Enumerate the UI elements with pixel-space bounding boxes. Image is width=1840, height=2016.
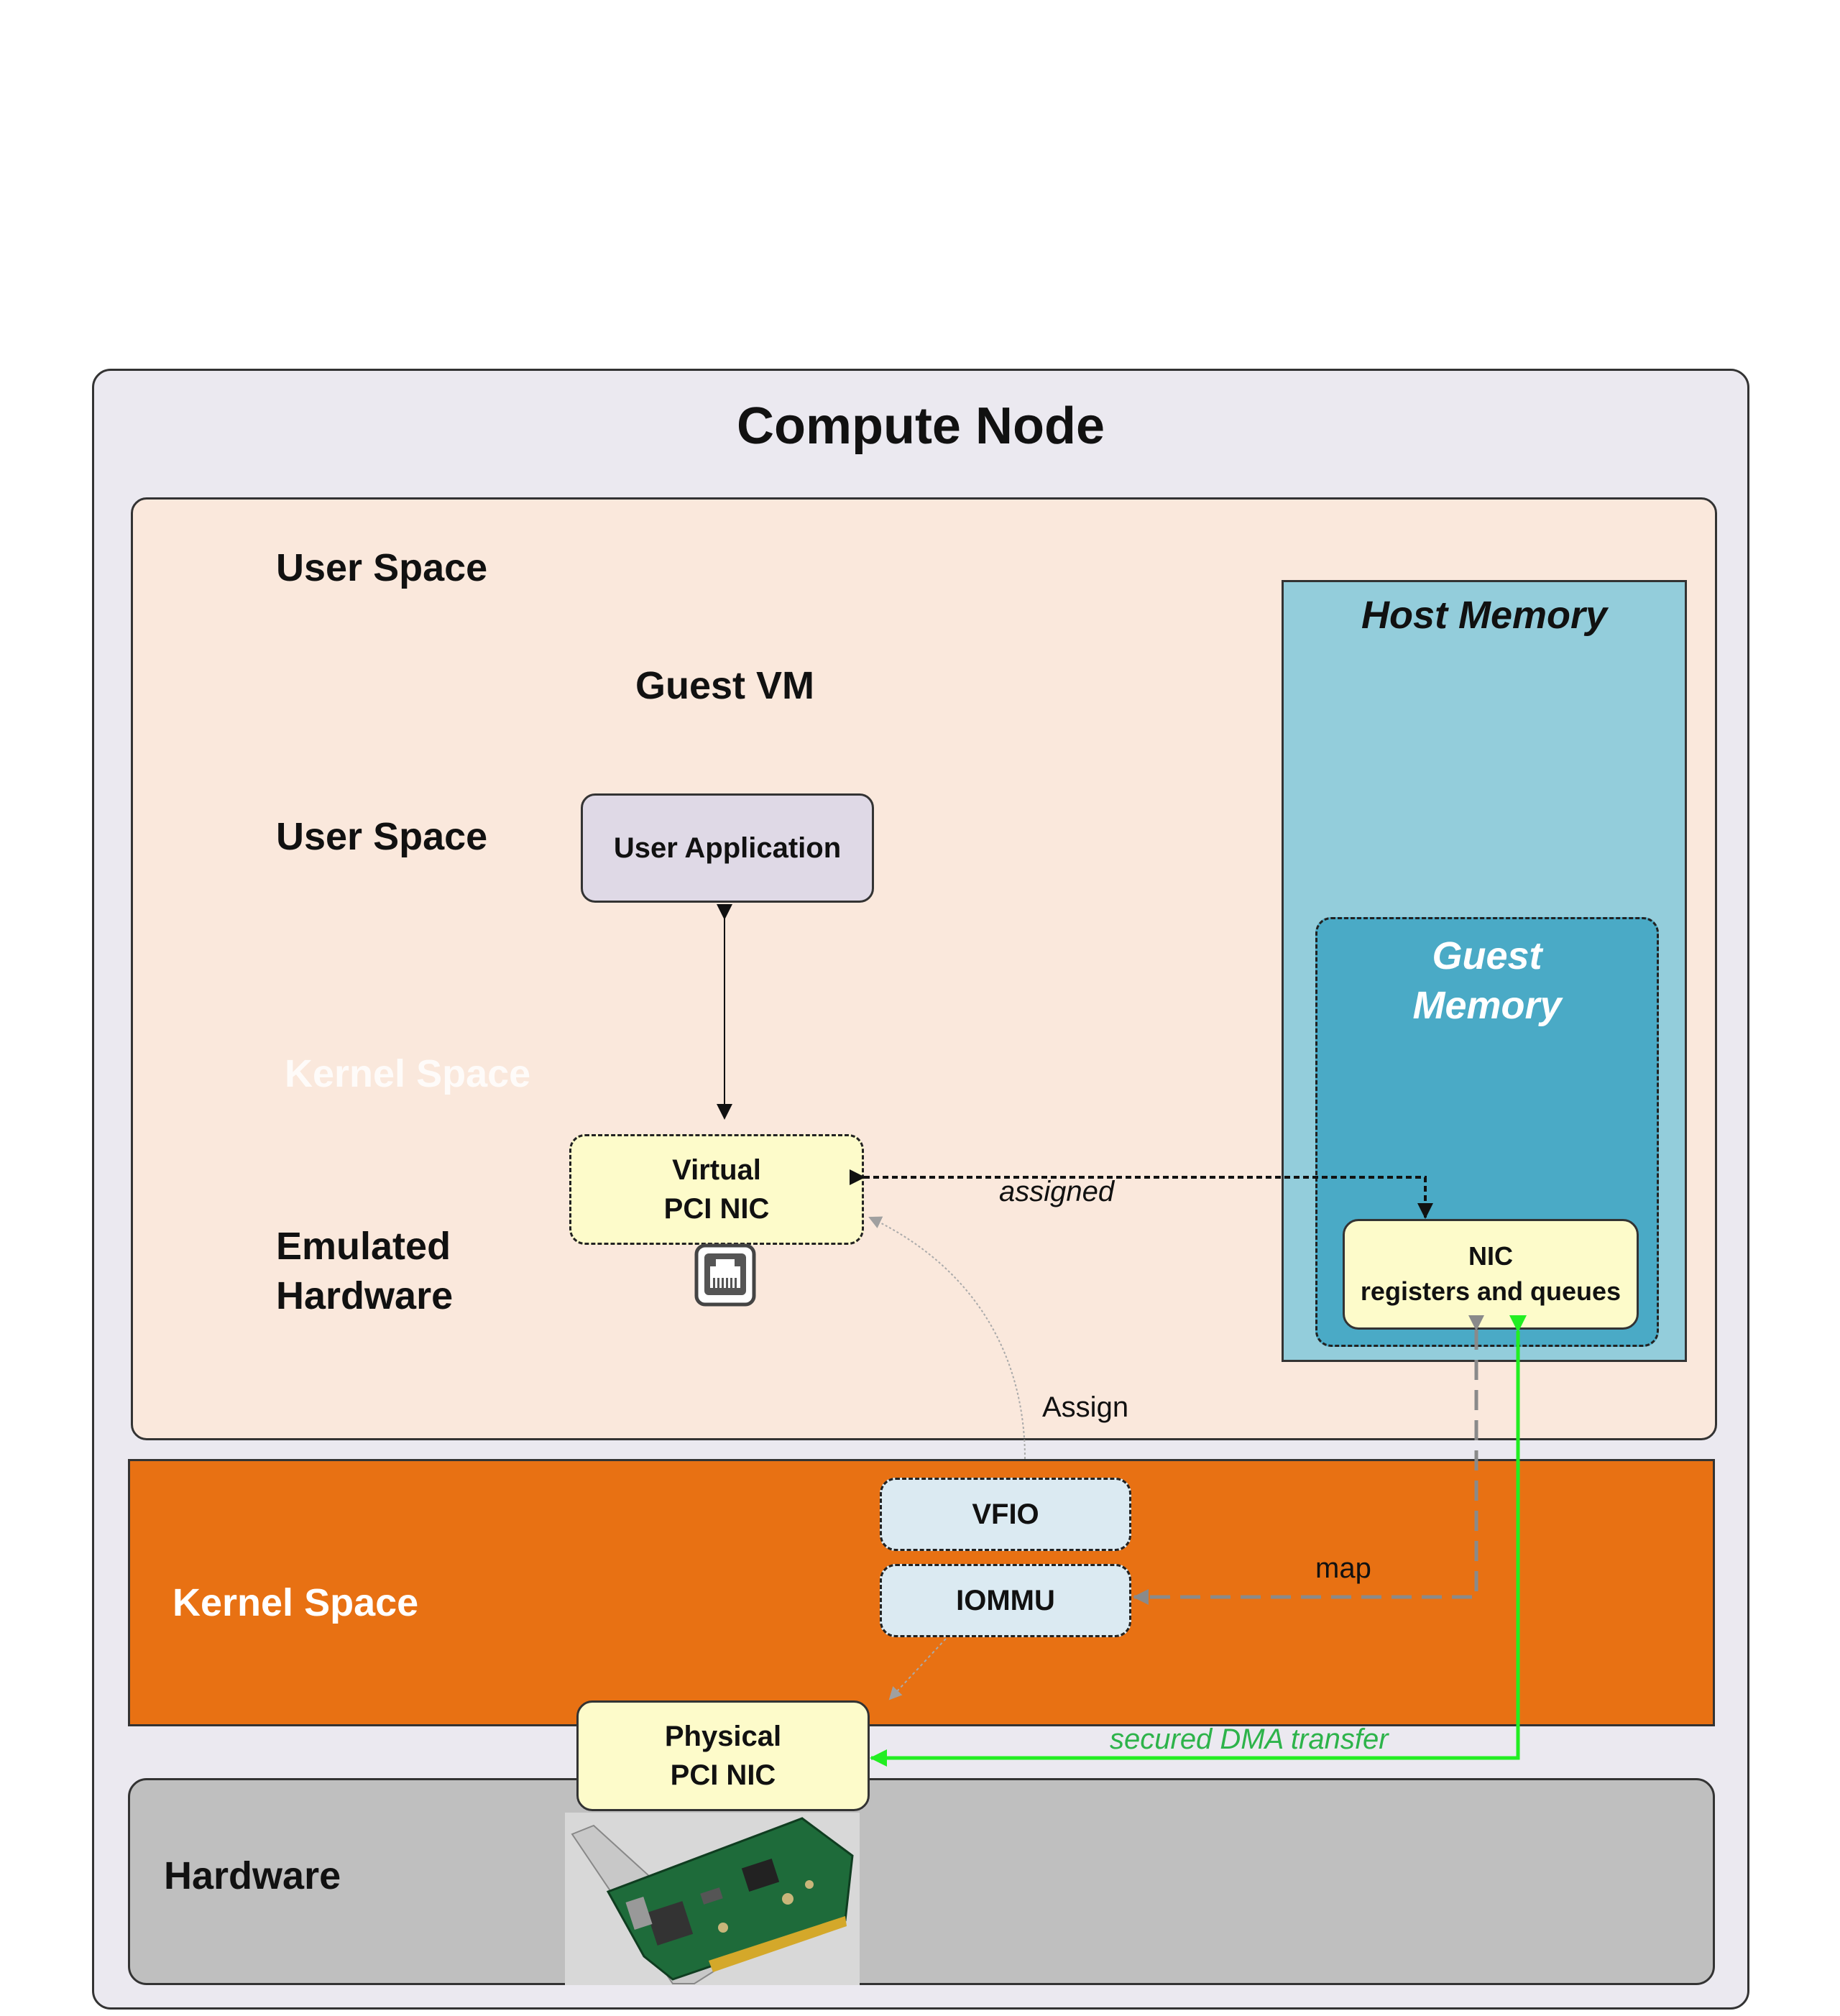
hardware-label: Hardware [164,1854,341,1897]
nic-registers-label: NIC registers and queues [1360,1241,1622,1306]
virtual-pci-nic-label: Virtual PCI NIC [663,1154,770,1225]
assigned-label: assigned [999,1176,1115,1207]
assign-connector [868,1216,1026,1460]
host-kernel-space-label: Kernel Space [172,1581,419,1624]
host-memory-label: Host Memory [1361,594,1608,637]
emulated-hardware-label: Emulated Hardware [276,1225,454,1318]
physical-pci-nic-box: Physical PCI NIC [576,1700,870,1811]
dma-label: secured DMA transfer [1110,1723,1389,1755]
guest-memory-label: Guest Memory [1412,934,1562,1028]
guest-user-space-label: User Space [276,815,488,858]
dma-connector [870,1315,1527,1767]
user-application-label: User Application [613,832,842,864]
assign-label: Assign [1042,1391,1129,1423]
guest-vm-label: Guest VM [635,664,815,707]
virtual-pci-nic-box: Virtual PCI NIC [569,1134,864,1245]
nic-registers-box: NIC registers and queues [1343,1219,1639,1330]
hardware-region [128,1778,1715,1985]
network-interface-card-image [565,1813,860,1985]
physical-pci-nic-label: Physical PCI NIC [664,1721,782,1791]
assigned-connector [850,1169,1433,1219]
iommu-pnic-connector [888,1638,947,1700]
guest-kernel-space-label: Kernel Space [285,1052,531,1095]
user-space-label: User Space [276,546,488,589]
ethernet-port-icon [694,1243,756,1307]
map-label: map [1315,1552,1371,1584]
user-application-box: User Application [581,793,874,903]
diagram-title: Compute Node [737,397,1105,455]
map-connector [1133,1315,1484,1605]
